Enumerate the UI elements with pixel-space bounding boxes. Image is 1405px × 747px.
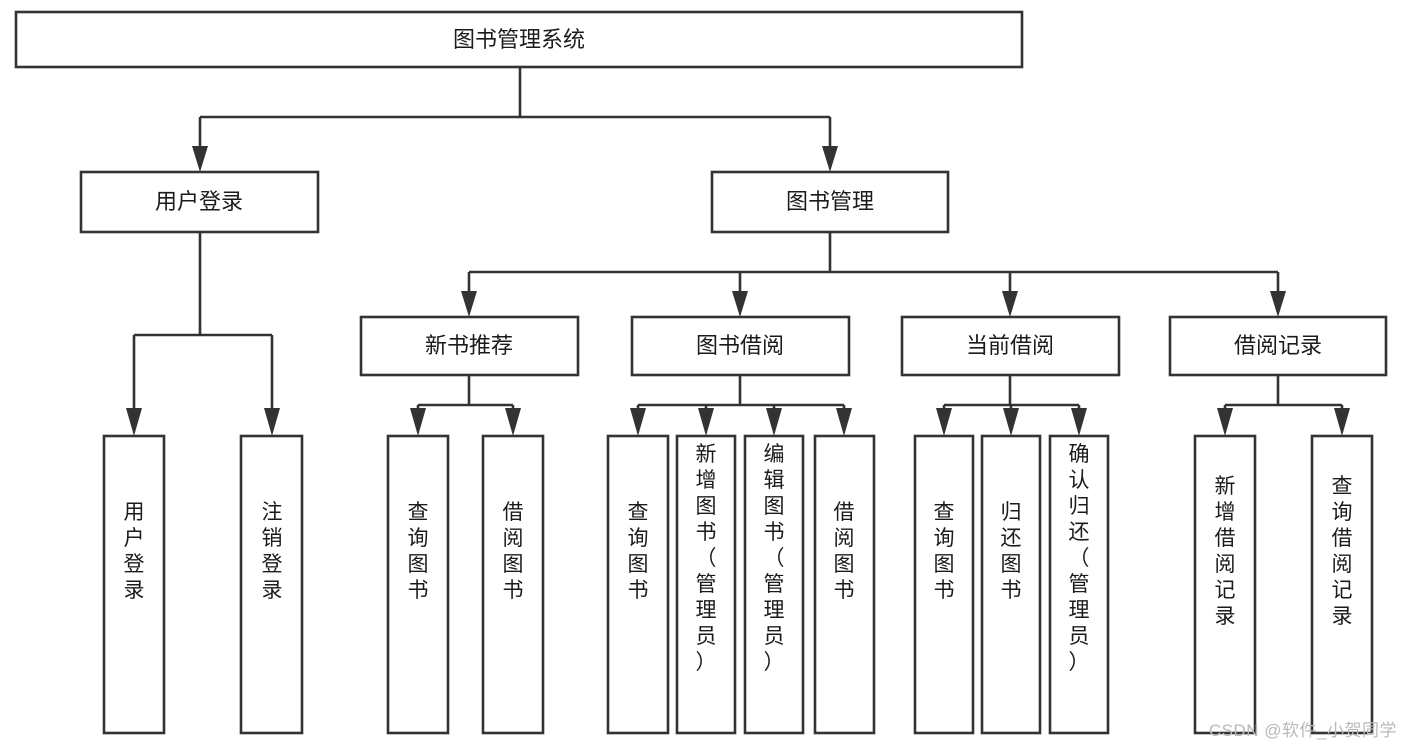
node-label: 图书管理 [786,189,874,214]
arrow-to-leaf-borrow-book-2 [836,408,852,436]
node-box[interactable] [606,434,670,735]
arrow-to-leaf-confirm-return [1071,408,1087,436]
node-box[interactable] [1310,434,1374,735]
arrow-to-leaf-return-book [1003,408,1019,436]
arrow-to-leaf-user-login [126,408,142,436]
node-label: 归还图书 [1001,501,1022,602]
node-label: 图书管理系统 [453,27,585,52]
arrow-to-book-management [822,146,838,172]
node-box[interactable] [743,434,805,735]
node-box[interactable] [900,315,1121,377]
edges-layer [126,67,1350,436]
node-label: 查询借阅记录 [1332,475,1353,628]
node-leaf-query-book-1[interactable]: 查询图书 [386,434,450,735]
node-label: 借阅图书 [834,501,855,602]
arrow-to-leaf-borrow-book-1 [505,408,521,436]
arrow-to-leaf-query-book-3 [936,408,952,436]
node-label: 新增借阅记录 [1215,475,1236,628]
node-label: 当前借阅 [966,333,1054,358]
csdn-watermark: CSDN @软件_小贺同学 [1208,721,1397,740]
node-box[interactable] [14,10,1024,69]
node-user-login[interactable]: 用户登录 [79,170,320,234]
node-leaf-edit-book[interactable]: 编辑图书（管理员） [743,434,805,735]
node-box[interactable] [630,315,851,377]
node-leaf-return-book[interactable]: 归还图书 [980,434,1042,735]
node-label: 用户登录 [124,501,145,602]
node-leaf-logout-login[interactable]: 注销登录 [239,434,304,735]
arrow-to-leaf-query-record [1334,408,1350,436]
node-label: 确认归还（管理员） [1069,443,1090,674]
node-box[interactable] [1168,315,1388,377]
node-label: 新增图书（管理员） [696,443,717,674]
node-box[interactable] [102,434,166,735]
arrow-to-leaf-query-book-2 [630,408,646,436]
node-root-book-management-system[interactable]: 图书管理系统 [14,10,1024,69]
node-box[interactable] [913,434,975,735]
node-borrow-record[interactable]: 借阅记录 [1168,315,1388,377]
node-box[interactable] [359,315,580,377]
node-label: 查询图书 [628,501,649,602]
node-label: 注销登录 [262,501,283,602]
arrow-to-book-borrow [732,291,748,317]
node-label: 借阅图书 [503,501,524,602]
arrow-to-leaf-query-book-1 [410,408,426,436]
node-label: 用户登录 [155,189,243,214]
node-label: 借阅记录 [1234,333,1322,358]
node-leaf-add-record[interactable]: 新增借阅记录 [1193,434,1257,735]
node-leaf-user-login[interactable]: 用户登录 [102,434,166,735]
arrow-to-user-login [192,146,208,172]
node-box[interactable] [980,434,1042,735]
node-label: 查询图书 [408,501,429,602]
node-leaf-borrow-book-2[interactable]: 借阅图书 [813,434,876,735]
node-leaf-query-book-3[interactable]: 查询图书 [913,434,975,735]
arrow-to-leaf-logout-login [264,408,280,436]
node-leaf-borrow-book-1[interactable]: 借阅图书 [481,434,545,735]
node-box[interactable] [1193,434,1257,735]
node-box[interactable] [710,170,950,234]
node-box[interactable] [79,170,320,234]
node-current-borrow[interactable]: 当前借阅 [900,315,1121,377]
node-box[interactable] [1048,434,1110,735]
node-new-book-recommend[interactable]: 新书推荐 [359,315,580,377]
arrow-to-borrow-record [1270,291,1286,317]
node-label: 查询图书 [934,501,955,602]
node-leaf-query-book-2[interactable]: 查询图书 [606,434,670,735]
node-book-borrow[interactable]: 图书借阅 [630,315,851,377]
node-book-management[interactable]: 图书管理 [710,170,950,234]
arrow-to-current-borrow [1002,291,1018,317]
arrow-to-leaf-add-record [1217,408,1233,436]
node-box[interactable] [813,434,876,735]
node-label: 编辑图书（管理员） [764,443,785,674]
arrow-to-leaf-edit-book [766,408,782,436]
arrow-to-leaf-add-book [698,408,714,436]
node-label: 新书推荐 [425,333,513,358]
node-box[interactable] [239,434,304,735]
arrow-to-new-book-recommend [461,291,477,317]
node-box[interactable] [386,434,450,735]
node-box[interactable] [481,434,545,735]
node-leaf-query-record[interactable]: 查询借阅记录 [1310,434,1374,735]
node-box[interactable] [675,434,737,735]
node-leaf-confirm-return[interactable]: 确认归还（管理员） [1048,434,1110,735]
node-label: 图书借阅 [696,333,784,358]
node-leaf-add-book[interactable]: 新增图书（管理员） [675,434,737,735]
